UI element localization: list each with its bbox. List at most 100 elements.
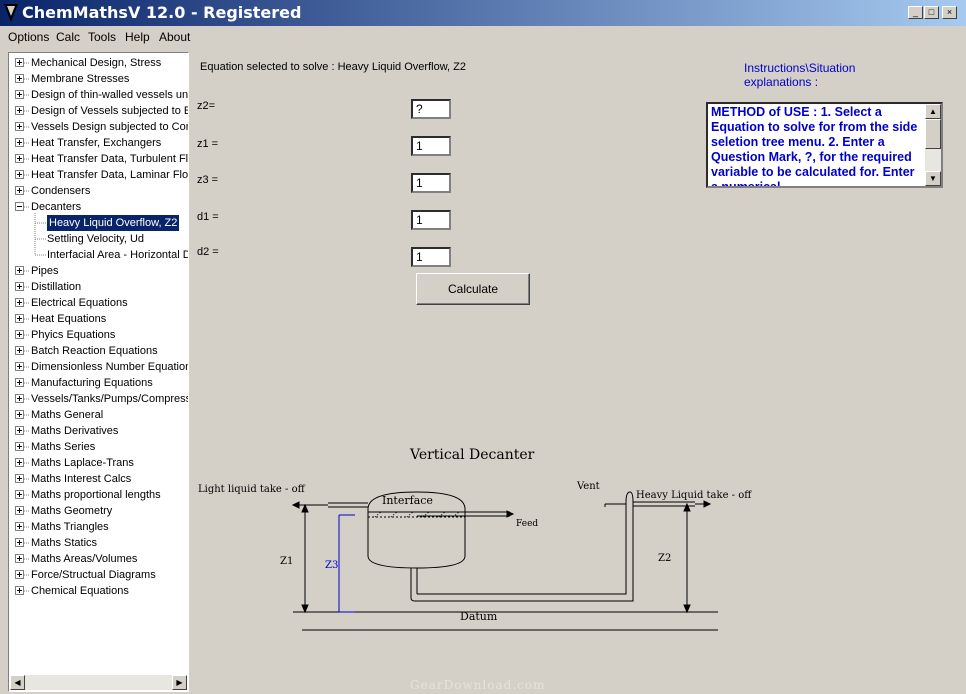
tree-item-label: Settling Velocity, Ud (47, 233, 145, 245)
expand-icon[interactable] (15, 186, 24, 195)
tree-item-label: Heat Equations (31, 313, 107, 325)
menu-tools[interactable]: Tools (88, 30, 117, 44)
tree-item-label: Maths Triangles (31, 521, 109, 533)
menu-bar: Options Calc Tools Help About (0, 27, 966, 47)
tree-item-label: Design of Vessels subjected to Ex (31, 105, 189, 117)
menu-calc[interactable]: Calc (56, 30, 81, 44)
vertical-decanter-diagram: Vertical Decanter Light liquid take - of… (198, 447, 752, 631)
menu-about[interactable]: About (159, 30, 191, 44)
tree-item-label: Heat Transfer Data, Turbulent Flo (31, 153, 189, 165)
close-button[interactable]: × (942, 6, 957, 19)
maximize-button[interactable]: □ (924, 6, 939, 19)
d2-input[interactable] (411, 247, 451, 267)
tree-item-label: Maths Laplace-Trans (31, 457, 134, 469)
scroll-up-arrow-icon[interactable]: ▲ (925, 104, 941, 119)
tree-item-label: Maths Areas/Volumes (31, 553, 138, 565)
z2-input[interactable] (411, 99, 451, 119)
scroll-left-arrow-icon[interactable]: ◀ (10, 675, 25, 690)
expand-icon[interactable] (15, 90, 24, 99)
tree-item-label: Membrane Stresses (31, 73, 130, 85)
instructions-label-line2: explanations : (744, 75, 819, 89)
tree-item-label: Electrical Equations (31, 297, 128, 309)
expand-icon[interactable] (15, 282, 24, 291)
expand-icon[interactable] (15, 586, 24, 595)
tree-item-label: Mechanical Design, Stress (31, 57, 162, 69)
expand-icon[interactable] (15, 410, 24, 419)
scroll-down-arrow-icon[interactable]: ▼ (925, 171, 941, 186)
vent-label: Vent (576, 481, 600, 492)
expand-icon[interactable] (15, 362, 24, 371)
scroll-right-arrow-icon[interactable]: ▶ (172, 675, 187, 690)
expand-icon[interactable] (15, 490, 24, 499)
expand-icon[interactable] (15, 394, 24, 403)
interface-label: Interface (382, 494, 433, 507)
instructions-textbox[interactable]: METHOD of USE : 1. Select a Equation to … (706, 102, 943, 188)
tree-item-label: Maths General (31, 409, 104, 421)
expand-icon[interactable] (15, 58, 24, 67)
tree-item-label: Force/Structual Diagrams (31, 569, 156, 581)
instructions-vertical-scrollbar[interactable]: ▲ ▼ (925, 104, 941, 186)
expand-icon[interactable] (15, 554, 24, 563)
expand-icon[interactable] (15, 122, 24, 131)
field-label-d2: d2 = (197, 246, 219, 258)
expand-icon[interactable] (15, 458, 24, 467)
minimize-button[interactable]: _ (908, 6, 923, 19)
expand-icon[interactable] (15, 154, 24, 163)
z1-label: Z1 (280, 556, 293, 567)
tree-item-label: Maths proportional lengths (31, 489, 161, 501)
tree-item-label: Heat Transfer, Exchangers (31, 137, 162, 149)
expand-icon[interactable] (15, 74, 24, 83)
expand-icon[interactable] (15, 314, 24, 323)
d1-input[interactable] (411, 210, 451, 230)
expand-icon[interactable] (15, 378, 24, 387)
menu-help[interactable]: Help (125, 30, 150, 44)
datum-label: Datum (460, 610, 498, 623)
expand-icon[interactable] (15, 138, 24, 147)
expand-icon[interactable] (15, 538, 24, 547)
z1-input[interactable] (411, 136, 451, 156)
instructions-label-line1: Instructions\Situation (744, 61, 856, 75)
tree-item-label: Phyics Equations (31, 329, 116, 341)
expand-icon[interactable] (15, 522, 24, 531)
expand-icon[interactable] (15, 442, 24, 451)
tree-connector-lines (24, 62, 47, 592)
light-takeoff-label: Light liquid take - off (198, 484, 306, 495)
expand-icon[interactable] (15, 266, 24, 275)
tree-item-label: Vessels/Tanks/Pumps/Compress (31, 393, 189, 405)
tree-item-label: Maths Geometry (31, 505, 113, 517)
expand-icon[interactable] (15, 474, 24, 483)
field-label-z3: z3 = (197, 174, 219, 186)
expand-icon[interactable] (15, 298, 24, 307)
collapse-icon[interactable] (15, 202, 24, 211)
instructions-text: METHOD of USE : 1. Select a Equation to … (711, 105, 918, 188)
tree-item-label: Maths Interest Calcs (31, 473, 132, 485)
tree-item-label: Condensers (31, 185, 91, 197)
tree-item-label: Maths Series (31, 441, 96, 453)
field-label-d1: d1 = (197, 211, 219, 223)
window-title: ChemMathsV 12.0 - Registered (22, 3, 302, 22)
feed-label: Feed (516, 519, 538, 529)
tree-horizontal-scrollbar[interactable]: ◀ ▶ (10, 675, 187, 690)
scrollbar-thumb[interactable] (925, 119, 941, 149)
z3-label: Z3 (325, 560, 338, 571)
instructions-label: Instructions\Situation explanations : (744, 61, 855, 89)
tree-item-label: Pipes (31, 265, 59, 277)
expand-icon[interactable] (15, 506, 24, 515)
expand-icon[interactable] (15, 346, 24, 355)
tree-item-label: Dimensionless Number Equations (31, 361, 189, 373)
z3-input[interactable] (411, 173, 451, 193)
expand-icon[interactable] (15, 426, 24, 435)
expand-icon[interactable] (15, 106, 24, 115)
menu-options[interactable]: Options (8, 30, 50, 44)
expand-icon[interactable] (15, 170, 24, 179)
watermark: GearDownload.com (410, 678, 546, 692)
app-logo-icon (4, 4, 18, 22)
calculate-button[interactable]: Calculate (416, 273, 530, 305)
expand-icon[interactable] (15, 570, 24, 579)
equation-selected-label: Equation selected to solve : Heavy Liqui… (200, 61, 466, 73)
expand-icon[interactable] (15, 330, 24, 339)
tree-item-label: Design of thin-walled vessels und (31, 89, 189, 101)
tree-item-label: Maths Statics (31, 537, 98, 549)
tree-item-label: Maths Derivatives (31, 425, 119, 437)
